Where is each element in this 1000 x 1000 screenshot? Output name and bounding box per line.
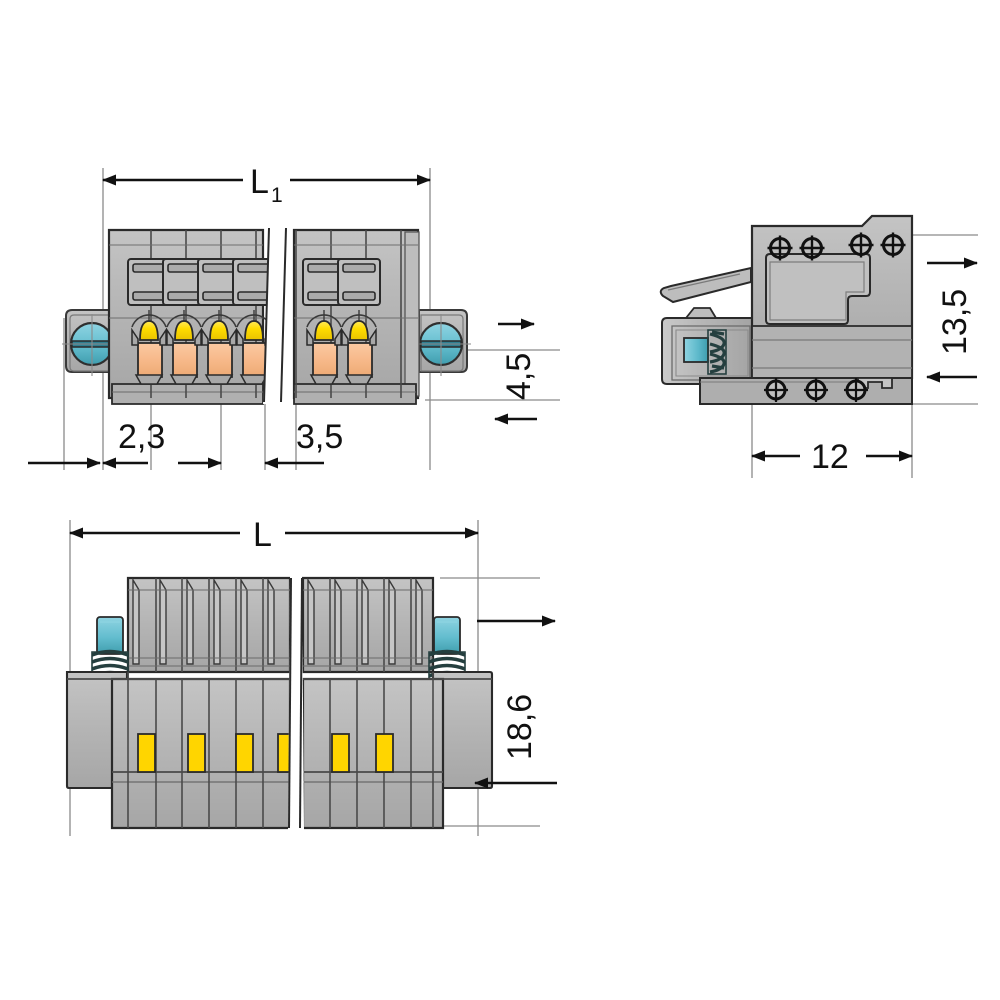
contact-slot-5 (331, 733, 350, 773)
lever-5 (314, 320, 334, 341)
dimension-L: L (69, 516, 479, 554)
break-line-top-view (263, 226, 287, 404)
conductor-1 (137, 342, 163, 378)
conductor-4 (242, 342, 268, 378)
dim-18-6-label: 18,6 (501, 694, 539, 760)
screw-shaft-side (683, 337, 709, 363)
screw-housing (661, 307, 753, 385)
screw-pin-left (96, 616, 124, 655)
contact-slot-3 (235, 733, 254, 773)
pole-6 (337, 258, 381, 385)
conductor-5 (312, 342, 338, 378)
screw-pin-right (433, 616, 461, 655)
lever-3 (209, 320, 229, 341)
pole-4 (232, 258, 276, 385)
dim-4-5-label: 4,5 (500, 353, 538, 400)
pole-2 (162, 258, 206, 385)
plug-comb-right (301, 576, 435, 674)
bottom-body (65, 670, 494, 830)
contact-slots (137, 733, 394, 773)
dim-L-label: L (253, 516, 272, 554)
top-view: L 1 (28, 163, 560, 470)
top-view-witness-lines (63, 168, 560, 470)
dim-13-5-label: 13,5 (936, 289, 974, 355)
conductor-2 (172, 342, 198, 378)
dimension-L1: L 1 (102, 163, 431, 207)
dim-12-label: 12 (811, 438, 849, 476)
contact-slot-6 (375, 733, 394, 773)
dim-L1-subscript: 1 (271, 184, 283, 207)
pole-group (127, 258, 381, 385)
plug-comb-left (126, 576, 292, 674)
dim-3-5-label: 3,5 (296, 418, 343, 456)
lever-6 (349, 320, 369, 341)
lever-2 (174, 320, 194, 341)
screw-thread (709, 330, 726, 374)
dimension-4-5: 4,5 (494, 318, 538, 425)
dimension-12: 12 (751, 438, 913, 476)
dimension-18-6: 18,6 (474, 615, 557, 789)
bottom-end-right (431, 670, 494, 790)
lever-4 (244, 320, 264, 341)
lever-1 (139, 320, 159, 341)
dimension-3-5: 3,5 (264, 418, 343, 469)
bottom-body-right (301, 677, 445, 830)
flange-right (411, 309, 471, 376)
dimension-2-3: 2,3 (28, 418, 222, 469)
dimension-13-5: 13,5 (926, 257, 978, 383)
contact-slot-1 (137, 733, 156, 773)
contact-slot-2 (187, 733, 206, 773)
pole-3 (197, 258, 241, 385)
side-view: 13,5 12 (659, 214, 978, 478)
pole-1 (127, 258, 171, 385)
conductor-6 (347, 342, 373, 378)
crosshair-pins-bottom (762, 376, 870, 404)
pole-5 (302, 258, 346, 385)
break-line-bottom-view (288, 576, 304, 830)
dim-2-3-label: 2,3 (118, 418, 165, 456)
dim-L1-label: L (250, 163, 269, 201)
bottom-view: L (65, 516, 557, 836)
conductor-3 (207, 342, 233, 378)
